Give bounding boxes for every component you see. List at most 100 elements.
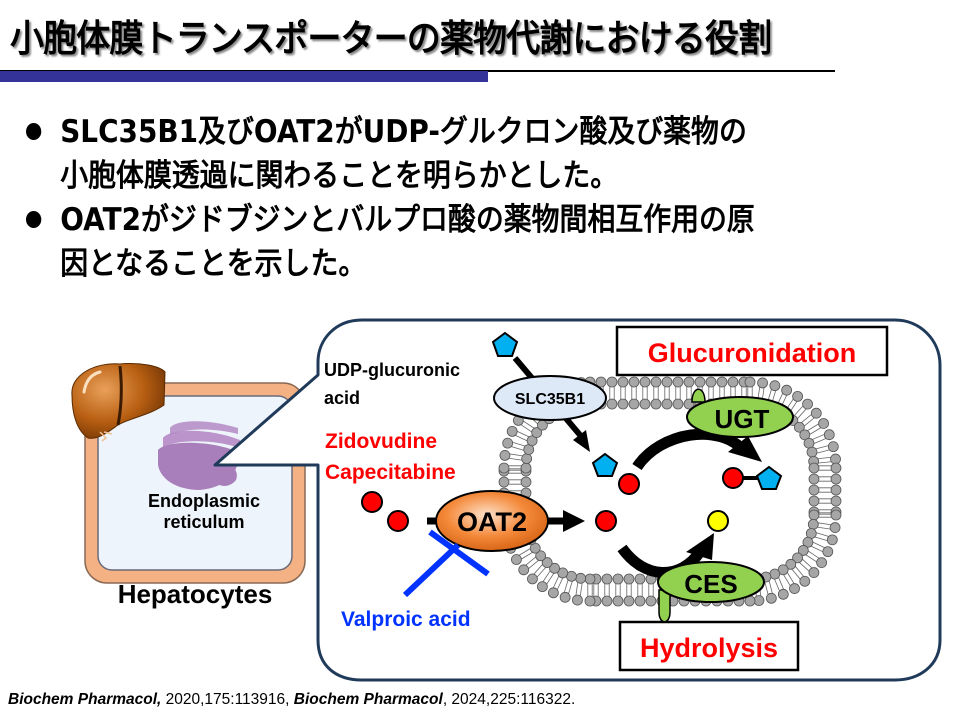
lipid-head-icon [506, 425, 518, 437]
lipid-head-icon [595, 376, 607, 388]
lipid-head-icon [830, 509, 842, 521]
lipid-head-icon [830, 453, 841, 465]
glucuronidation-arrowhead-icon [728, 436, 762, 462]
lipid-head-icon [799, 429, 811, 441]
lipid-head-icon [645, 595, 657, 607]
lipid-head-icon [527, 573, 538, 585]
lipid-head-icon [827, 441, 839, 453]
oat2-transporter: OAT2 [435, 490, 549, 552]
lipid-head-icon [584, 595, 596, 607]
slc35b1-arrowhead-icon [573, 430, 590, 452]
lipid-head-icon [575, 572, 587, 584]
lipid-head-icon [808, 484, 820, 496]
bullet-line: 因となることを示した。 [60, 246, 367, 282]
bullet-line: SLC35B1及びOAT2がUDP-グルクロン酸及び薬物の [60, 114, 747, 150]
lipid-head-icon [810, 407, 822, 419]
lipid-head-icon [526, 435, 538, 447]
glucuronidation-label: Glucuronidation [648, 338, 857, 368]
lipid-head-icon [612, 595, 624, 607]
hepatocytes-label: Hepatocytes [118, 579, 273, 609]
lipid-head-icon [639, 376, 651, 388]
lipid-head-icon [601, 573, 613, 585]
lipid-head-icon [502, 437, 514, 449]
lipid-head-icon [802, 536, 814, 548]
lipid-head-icon [617, 376, 629, 388]
lipid-head-icon [694, 376, 706, 388]
lipid-head-icon [789, 583, 800, 594]
drug-molecule-icon [618, 473, 640, 495]
lipid-head-icon [628, 398, 640, 410]
lipid-head-icon [830, 462, 842, 474]
drug-molecule-icon [595, 510, 617, 532]
lipid-head-icon [705, 376, 717, 388]
lipid-head-icon [769, 568, 781, 580]
lipid-head-icon [672, 398, 684, 410]
lipid-head-icon [808, 473, 820, 485]
lipid-head-icon [634, 595, 646, 607]
lipid-head-icon [601, 595, 613, 607]
lipid-head-icon [650, 398, 662, 410]
lipid-head-icon [716, 376, 728, 388]
lipid-head-icon [727, 376, 739, 388]
zidovudine-label: Zidovudine [325, 430, 437, 453]
lipid-head-icon [557, 567, 569, 579]
lipid-head-icon [639, 398, 651, 410]
title-accent-bar [0, 71, 488, 82]
lipid-head-icon [757, 377, 768, 389]
lipid-head-icon [541, 557, 553, 568]
lipid-head-icon [830, 484, 842, 496]
bullet-item: OAT2がジドブジンとバルプロ酸の薬物間相互作用の原 因となることを示した。 [26, 198, 854, 286]
bullet-dot-icon [26, 123, 42, 140]
lipid-head-icon [518, 564, 530, 576]
slide-title: 小胞体膜トランスポーターの薬物代謝における役割 [10, 17, 772, 60]
lipid-head-icon [584, 573, 596, 585]
lipid-head-icon [808, 462, 820, 474]
lipid-head-icon [829, 522, 841, 533]
citation: Biochem Pharmacol, 2020,175:113916, Bioc… [8, 691, 575, 709]
hydrolysis-box: Hydrolysis [618, 620, 800, 672]
udp-glucuronic-acid-label-2: acid [324, 388, 360, 408]
drug-molecule-icon [387, 510, 409, 532]
glucuronidation-arrow [632, 428, 750, 471]
lipid-head-icon [792, 552, 803, 564]
valproic-acid-inhibition [402, 529, 490, 598]
bullet-line: OAT2がジドブジンとバルプロ酸の薬物間相互作用の原 [60, 202, 755, 238]
endoplasmic-reticulum-label: Endoplasmic [148, 491, 260, 511]
bullet-list: SLC35B1及びOAT2がUDP-グルクロン酸及び薬物の 小胞体膜透過に関わる… [26, 110, 946, 286]
lipid-head-icon [634, 573, 646, 585]
udp-glucuronic-acid-label: UDP-glucuronic [324, 360, 460, 380]
lipid-head-icon [823, 429, 835, 441]
lipid-head-icon [781, 384, 793, 396]
hydrolysis-arrowhead-icon [686, 533, 714, 560]
lipid-head-icon [744, 376, 756, 388]
lipid-head-icon [661, 376, 673, 388]
lipid-head-icon [785, 558, 797, 570]
lipid-head-icon [818, 418, 829, 429]
lipid-head-icon [536, 581, 548, 593]
lipid-head-icon [793, 421, 805, 433]
glucuronide-product-icon [722, 465, 783, 490]
lipid-head-icon [830, 495, 842, 507]
lipid-head-icon [777, 564, 789, 576]
citation-ref-1: 2020,175:113916, [161, 691, 294, 708]
bullet-item: SLC35B1及びOAT2がUDP-グルクロン酸及び薬物の 小胞体膜透過に関わる… [26, 110, 854, 198]
oat2-arrowhead-icon [563, 510, 585, 532]
citation-journal-2: Biochem Pharmacol [293, 691, 443, 708]
valproic-acid-label: Valproic acid [341, 608, 471, 631]
lipid-head-icon [792, 390, 804, 402]
bullet-dot-icon [26, 211, 42, 228]
slc35b1-transporter: SLC35B1 [493, 375, 607, 421]
ugt-label: UGT [715, 404, 770, 434]
lipid-head-icon [520, 462, 532, 474]
lipid-head-icon [806, 446, 818, 458]
lipid-head-icon [672, 376, 684, 388]
hydrolysis-arrow [617, 544, 705, 578]
hydrolysis-product-icon [707, 510, 729, 532]
hydrolysis-label: Hydrolysis [640, 633, 778, 663]
lipid-head-icon [511, 554, 522, 565]
er-transport-diagram: Endoplasmic reticulum Hepatocytes Glucur… [71, 318, 942, 682]
ugt-enzyme: UGT [686, 388, 794, 438]
ces-label: CES [684, 569, 737, 599]
lipid-head-icon [498, 476, 510, 488]
citation-ref-2: , 2024,225:116322. [442, 691, 576, 708]
